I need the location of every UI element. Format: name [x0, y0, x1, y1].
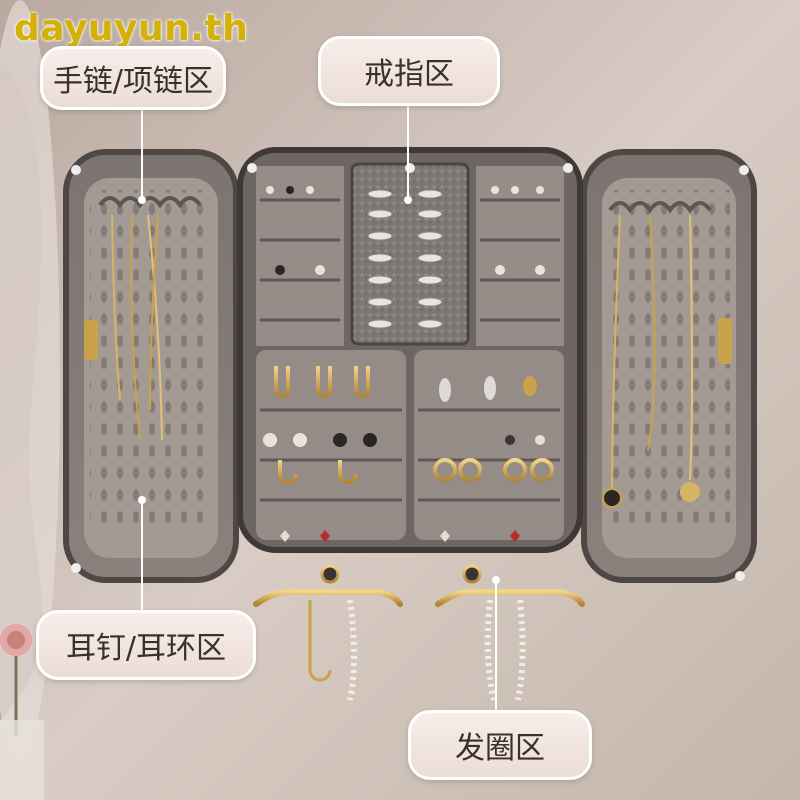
center-case [237, 147, 583, 553]
left-panel [63, 149, 239, 583]
hair-tie-hooks [253, 564, 585, 701]
right-panel [581, 149, 757, 583]
callout-earring-zone: 耳钉/耳环区 [36, 610, 256, 680]
callout-hair-tie-zone: 发圈区 [408, 710, 592, 780]
watermark-text: dayuyun.th [14, 8, 249, 49]
rose-decoration [0, 624, 44, 800]
callout-ring-zone: 戒指区 [318, 36, 500, 106]
callout-bracelet-necklace-zone: 手链/项链区 [40, 46, 226, 110]
